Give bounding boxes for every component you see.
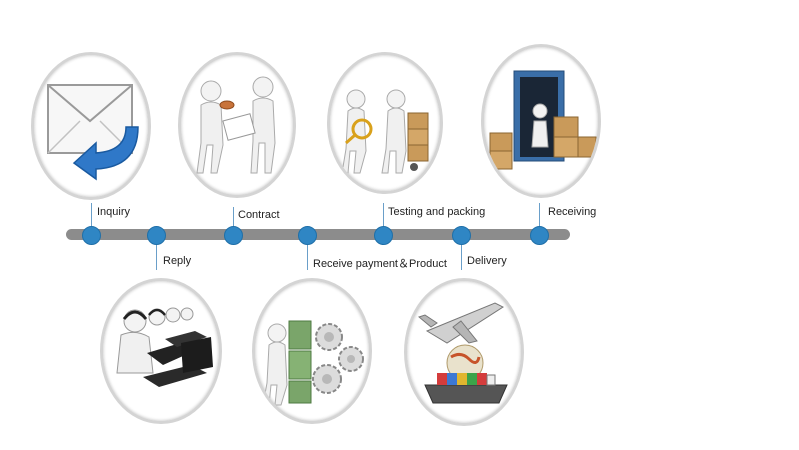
step-label-inquiry: Inquiry	[97, 206, 131, 218]
step-label-delivery: Delivery	[467, 255, 507, 267]
tick-contract	[233, 207, 234, 229]
step-label-testing: Testing and packing	[388, 206, 486, 218]
testing-illustration	[327, 52, 443, 194]
magnifier-and-boxes-icon	[341, 89, 429, 174]
step-dot-contract	[224, 226, 243, 245]
reply-illustration	[100, 278, 222, 424]
inquiry-illustration	[31, 52, 151, 200]
tick-reply	[156, 240, 157, 270]
step-label-reply: Reply	[163, 255, 192, 267]
step-dot-payment	[298, 226, 317, 245]
tick-payment	[307, 240, 308, 270]
step-label-payment: Receive payment＆Product	[313, 258, 447, 270]
tick-receiving	[539, 203, 540, 229]
contract-illustration	[178, 52, 296, 198]
tick-inquiry	[91, 203, 92, 229]
step-dot-reply	[147, 226, 166, 245]
money-and-gears-icon	[262, 320, 364, 406]
delivery-illustration	[404, 278, 524, 426]
step-label-receiving: Receiving	[548, 206, 597, 218]
step-dot-testing	[374, 226, 393, 245]
tick-delivery	[461, 240, 462, 270]
timeline-bar	[66, 229, 570, 240]
tick-testing	[383, 203, 384, 229]
receiving-illustration	[481, 44, 601, 198]
payment-illustration	[252, 278, 372, 424]
envelope-icon	[47, 84, 139, 181]
handshake-figures-icon	[196, 76, 276, 174]
step-dot-receiving	[530, 226, 549, 245]
plane-globe-ship-icon	[417, 302, 508, 404]
container-and-boxes-icon	[489, 70, 597, 170]
step-dot-delivery	[452, 226, 471, 245]
headset-operators-icon	[116, 307, 213, 387]
step-dot-inquiry	[82, 226, 101, 245]
step-label-contract: Contract	[238, 209, 280, 221]
